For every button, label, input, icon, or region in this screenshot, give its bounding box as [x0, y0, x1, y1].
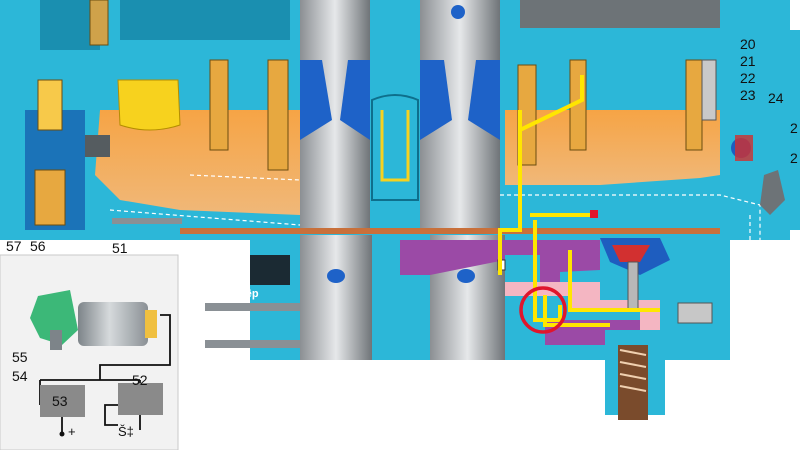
- primary-venturi: [300, 0, 370, 230]
- economizer-valve: [600, 238, 720, 333]
- solenoid-valve-icon: [30, 290, 78, 345]
- solenoid-inset: [0, 254, 179, 450]
- jets-left: [89, 0, 289, 171]
- relay-53-icon: [40, 385, 85, 417]
- idle-screw: [605, 330, 665, 420]
- solenoid-body-icon: [78, 302, 148, 346]
- secondary-venturi: [420, 0, 500, 230]
- highlight-circle: [519, 286, 567, 334]
- accelerator-pump: [25, 79, 110, 230]
- float-chamber-left: [95, 110, 300, 215]
- float-chamber-right: [505, 110, 720, 185]
- float: [117, 79, 181, 131]
- throttle-lever: [731, 135, 785, 215]
- solenoid-valve-chamber: [505, 282, 680, 330]
- fuel-jet-marker: [590, 210, 598, 218]
- relay-52-icon: [118, 383, 163, 415]
- idle-fuel-channels: [498, 75, 660, 327]
- distributor-tube: [112, 218, 300, 348]
